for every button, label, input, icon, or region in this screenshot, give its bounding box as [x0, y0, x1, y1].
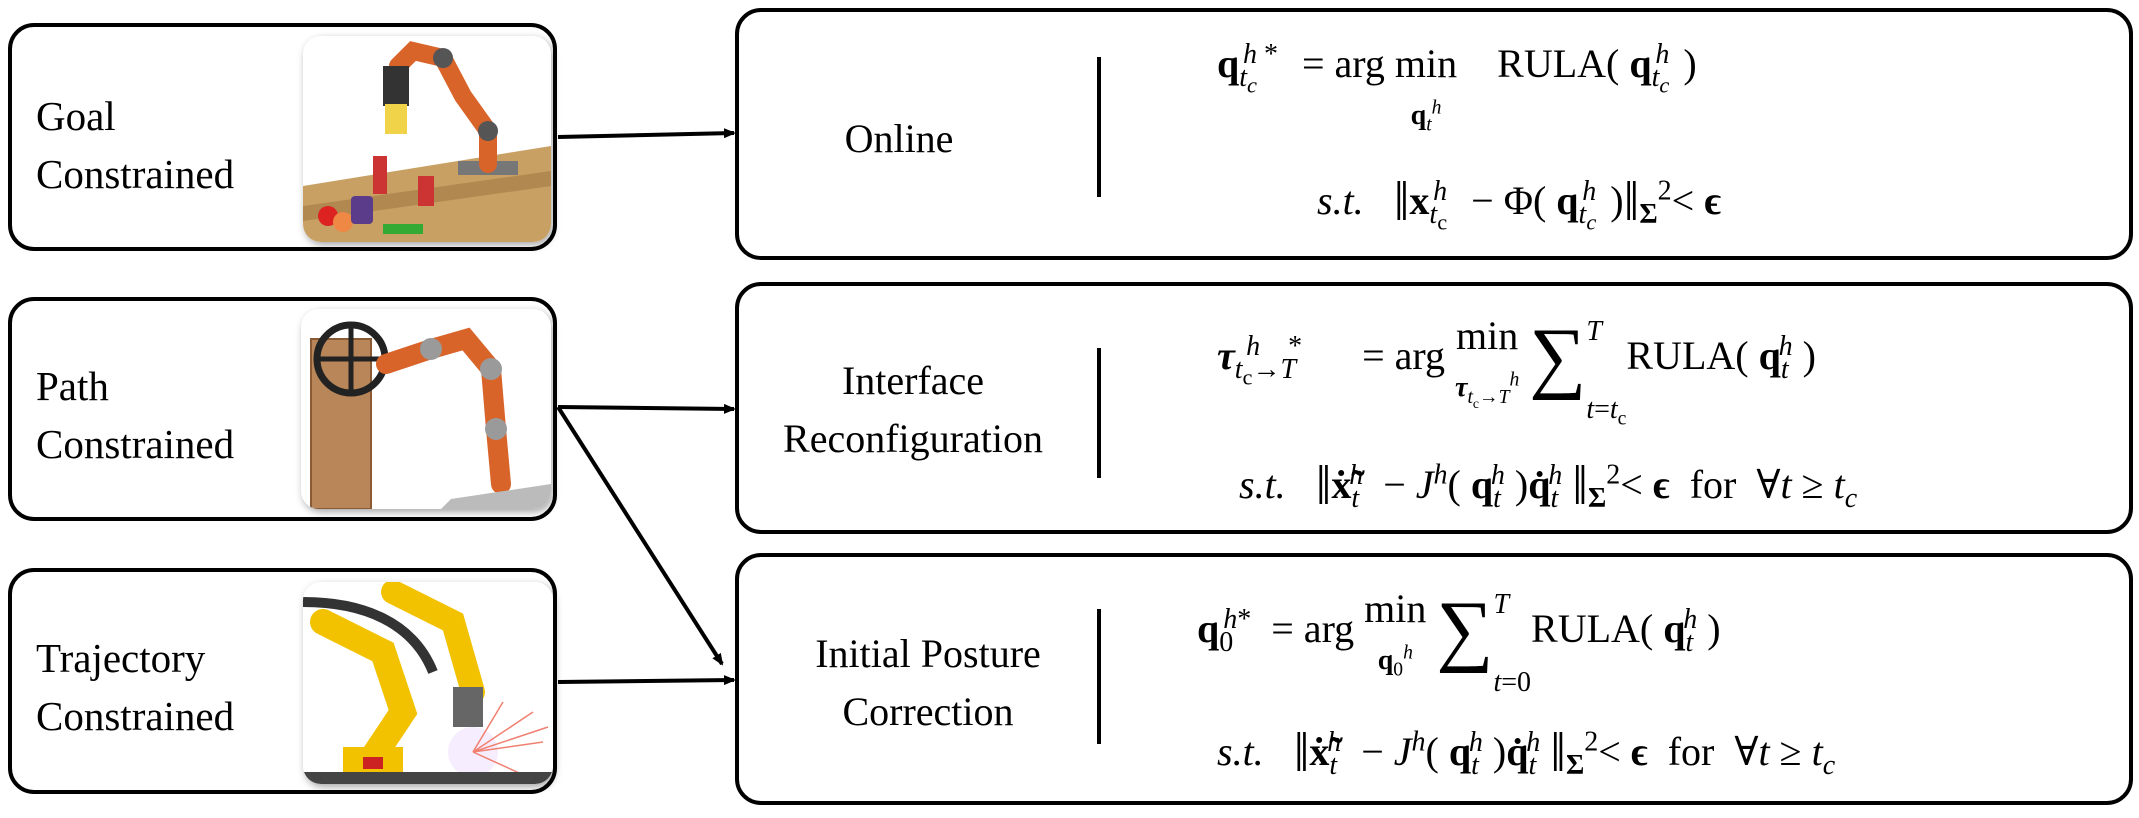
arrow-path-to-interface — [557, 403, 736, 414]
goal-constrained-label: Goal Constrained — [36, 93, 235, 197]
trajectory-constrained-label: Trajectory Constrained — [36, 635, 235, 739]
goal-constrained-box: Goal Constrained — [8, 23, 557, 251]
robot-arm-picking-image — [303, 36, 551, 242]
initial-divider — [1097, 609, 1101, 744]
online-constraint-equation: s.t. ‖xtch − Φ( qtch)‖Σ2< ϵ — [1317, 171, 1722, 235]
interface-constraint-equation: s.t. ‖ẋ̃th − Jh( qth)q̇th‖Σ2< ϵ for ∀t ≥… — [1239, 455, 1858, 517]
robot-arm-valve-image — [301, 309, 551, 509]
interface-reconfiguration-label: Interface Reconfiguration — [783, 358, 1043, 461]
arrow-trajectory-to-initial — [557, 675, 736, 686]
initial-posture-correction-box: Initial Posture Correction q0h* = arg mi… — [735, 553, 2133, 805]
interface-reconfiguration-box: Interface Reconfiguration τtc→Th * = arg… — [735, 282, 2133, 534]
path-constrained-box: Path Constrained — [8, 297, 557, 521]
online-divider — [1097, 57, 1101, 197]
trajectory-constrained-box: Trajectory Constrained — [8, 568, 557, 794]
interface-divider — [1097, 348, 1101, 478]
initial-posture-correction-label: Initial Posture Correction — [815, 631, 1041, 734]
arrow-path-to-initial — [556, 405, 724, 666]
welding-robot-image — [303, 582, 553, 784]
path-constrained-label: Path Constrained — [36, 363, 235, 467]
arrow-goal-to-online — [557, 128, 736, 139]
online-label: Online — [844, 116, 954, 161]
initial-constraint-equation: s.t. ‖ẋ̃th − Jh( qth)q̇th‖Σ2< ϵ for ∀t ≥… — [1217, 722, 1836, 784]
